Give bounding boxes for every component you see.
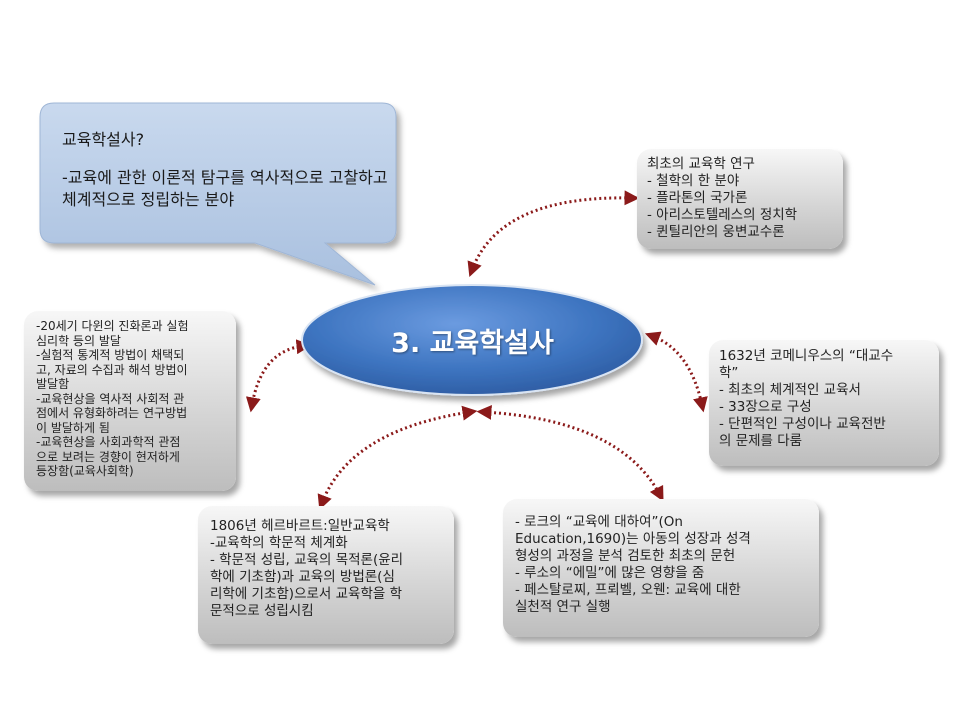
box-line: -교육현상을 사회과학적 관점	[36, 435, 181, 449]
arrow-left	[245, 339, 312, 413]
box-line: - 최초의 체계적인 교육서	[719, 382, 861, 398]
box-line: 1806년 헤르바르트:일반교육학	[210, 518, 390, 534]
center-topic: 3. 교육학설사	[300, 283, 645, 398]
box-line: -실험적 통계적 방법이 채택되	[36, 348, 185, 362]
box-top-right: 최초의 교육학 연구 - 철학의 한 분야 - 플라톤의 국가론 - 아리스토텔…	[637, 149, 843, 249]
box-line: - 학문적 성립, 교육의 목적론(윤리	[210, 552, 404, 568]
box-line: 학에 기초함)과 교육의 방법론(심	[210, 569, 395, 585]
center-ellipse	[301, 284, 643, 396]
box-line: 형성의 과정을 분석 검토한 최초의 문헌	[515, 548, 736, 564]
box-line: 학”	[719, 365, 739, 381]
box-line: 문적으로 성립시킴	[210, 603, 314, 619]
box-line: 으로 보려는 경향이 현저하게	[36, 449, 180, 464]
box-line: 등장함(교육사회학)	[36, 464, 134, 478]
box-line: - 플라톤의 국가론	[647, 190, 748, 206]
box-line: 1632년 코메니우스의 “대교수	[719, 348, 894, 364]
box-line: - 퀸틸리안의 웅변교수론	[647, 224, 785, 240]
box-line: 실천적 연구 실행	[515, 599, 611, 615]
box-line: 이 발달하게 됨	[36, 420, 110, 435]
box-bottom-right: - 로크의 “교육에 대하여”(On Education,1690)는 아동의 …	[503, 499, 819, 637]
box-line: - 아리스토텔레스의 정치학	[647, 207, 798, 223]
center-title: 3. 교육학설사	[391, 328, 554, 359]
callout-shape	[39, 102, 397, 286]
box-line: -교육학의 학문적 체계화	[210, 535, 348, 551]
box-line: - 단편적인 구성이나 교육전반	[719, 416, 886, 432]
callout-bubble: 교육학설사? -교육에 관한 이론적 탐구를 역사적으로 고찰하고 체계적으로 …	[39, 102, 397, 286]
arrow-bottom-left	[317, 405, 478, 511]
box-line: 점에서 유형화하려는 연구방법	[36, 406, 188, 420]
box-line: 발달함	[36, 377, 70, 391]
box-left: -20세기 다윈의 진화론과 실험 심리학 등의 발달 -실험적 통계적 방법이…	[24, 311, 236, 491]
box-line: Education,1690)는 아동의 성장과 성격	[515, 531, 751, 547]
box-line: - 33장으로 구성	[719, 399, 812, 415]
arrow-bottom-right	[476, 404, 664, 502]
callout-line: 고찰하고 체계적으로 정립하는 분야	[62, 168, 388, 209]
arrow-top-right	[467, 190, 640, 278]
box-line: - 루소의 “에밀”에 많은 영향을 줌	[515, 565, 705, 581]
box-line: 심리학 등의 발달	[36, 333, 121, 348]
box-line: 최초의 교육학 연구	[647, 156, 755, 172]
box-line: -교육현상을 역사적 사회적 관	[36, 391, 185, 406]
callout-line: -교육에 관한 이론적 탐구를 역사적으로	[62, 168, 324, 187]
box-line: 고, 자료의 수집과 해석 방법이	[36, 362, 188, 377]
box-line: - 페스탈로찌, 프뢰벨, 오웬: 교육에 대한	[515, 582, 741, 598]
box-line: 리학에 기초함)으로서 교육학을 학	[210, 586, 403, 602]
box-line: -20세기 다윈의 진화론과 실험	[36, 319, 189, 333]
arrow-right	[644, 331, 708, 413]
box-line: 의 문제를 다룸	[719, 433, 803, 449]
box-bottom-left: 1806년 헤르바르트:일반교육학 -교육학의 학문적 체계화 - 학문적 성립…	[198, 506, 454, 644]
callout-title: 교육학설사?	[62, 130, 145, 149]
box-right: 1632년 코메니우스의 “대교수 학” - 최초의 체계적인 교육서 - 33…	[709, 340, 939, 466]
box-line: - 철학의 한 분야	[647, 173, 740, 189]
box-line: - 로크의 “교육에 대하여”(On	[515, 514, 683, 530]
